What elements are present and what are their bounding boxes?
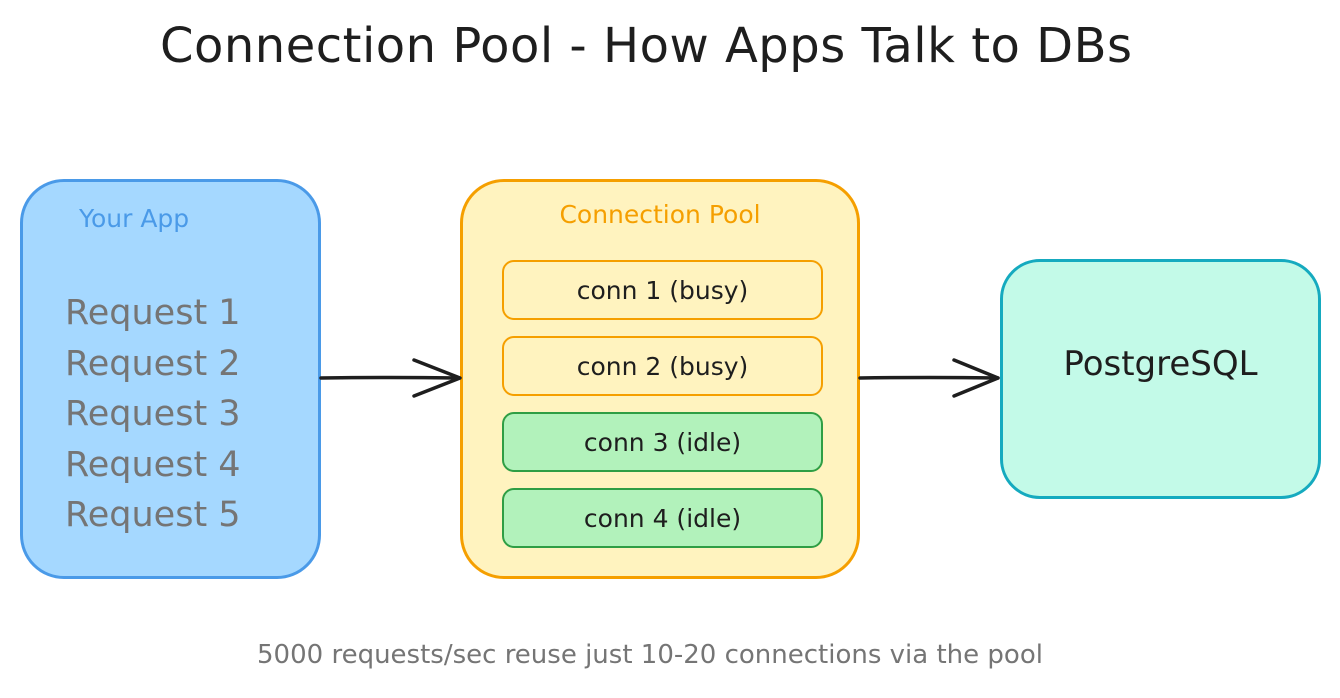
connection-label: conn 3 (idle) xyxy=(583,428,742,457)
connection-slot: conn 4 (idle) xyxy=(502,488,823,548)
request-item: Request 3 xyxy=(65,394,241,434)
pool-to-db-arrowhead xyxy=(952,358,1000,398)
request-item: Request 1 xyxy=(65,293,241,333)
your-app-box: Your App Request 1 Request 2 Request 3 R… xyxy=(20,179,321,579)
connection-label: conn 1 (busy) xyxy=(576,276,749,305)
connection-slot: conn 2 (busy) xyxy=(502,336,823,396)
request-item: Request 4 xyxy=(65,444,241,485)
connection-slot: conn 1 (busy) xyxy=(502,260,823,320)
request-item: Request 2 xyxy=(65,343,241,384)
connection-label: conn 4 (idle) xyxy=(583,504,742,533)
database-box: PostgreSQL xyxy=(1000,259,1321,499)
request-item: Request 5 xyxy=(65,495,241,535)
connection-pool-label: Connection Pool xyxy=(559,200,761,229)
request-list: Request 1 Request 2 Request 3 Request 4 … xyxy=(65,288,241,541)
footer-caption: 5000 requests/sec reuse just 10-20 conne… xyxy=(257,640,1043,670)
pool-to-db-arrow xyxy=(858,375,1000,380)
diagram-title: Connection Pool - How Apps Talk to DBs xyxy=(160,18,1133,74)
connection-label: conn 2 (busy) xyxy=(576,352,749,381)
connection-pool-box: Connection Pool conn 1 (busy) conn 2 (bu… xyxy=(460,179,860,579)
app-to-pool-arrow xyxy=(319,375,460,380)
connection-slot: conn 3 (idle) xyxy=(502,412,823,472)
app-to-pool-arrowhead xyxy=(412,358,462,398)
your-app-label: Your App xyxy=(79,204,190,233)
database-label: PostgreSQL xyxy=(1063,344,1258,384)
